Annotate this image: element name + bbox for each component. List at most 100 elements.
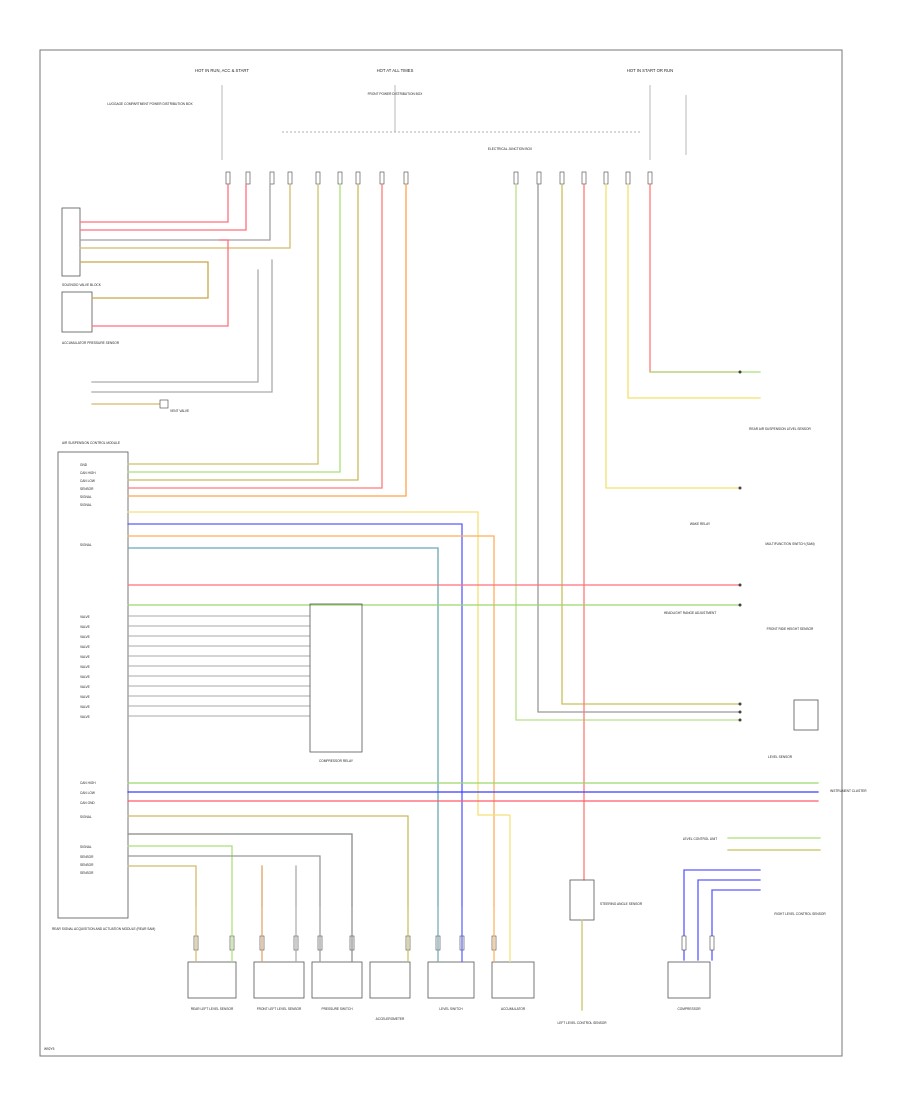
svg-text:VALVE: VALVE xyxy=(80,715,90,719)
fuse-right-label: HOT IN START OR RUN xyxy=(627,68,673,73)
bottom-label-8: COMPRESSOR xyxy=(677,1007,701,1011)
wire-olive-1 xyxy=(79,183,291,249)
svg-text:VALVE: VALVE xyxy=(80,695,90,699)
svg-text:SENSOR: SENSOR xyxy=(80,871,94,875)
svg-text:CAN GND: CAN GND xyxy=(80,801,95,805)
wire-gray-lower-1 xyxy=(127,833,353,906)
wire-gray-right xyxy=(537,183,741,713)
steering-relay-box xyxy=(569,879,595,921)
wire-olive-lower-2 xyxy=(127,865,197,906)
fuse-left-label: HOT IN RUN, ACC & START xyxy=(195,68,249,73)
bottom-box-5 xyxy=(427,961,475,999)
svg-text:SIGNAL: SIGNAL xyxy=(80,845,92,849)
wire-blue-lcu-3 xyxy=(711,889,761,961)
top-connector-row xyxy=(225,171,653,185)
svg-text:VALVE: VALVE xyxy=(80,665,90,669)
center-sub-label: FRONT POWER DISTRIBUTION BOX xyxy=(368,92,424,96)
accumulator-sensor-box xyxy=(61,291,93,333)
bottom-box-1 xyxy=(187,961,237,999)
vent-valve-connector xyxy=(159,399,169,409)
solenoid-valve-block-box xyxy=(61,207,81,277)
svg-text:VALVE: VALVE xyxy=(80,685,90,689)
level-right-label: RIGHT LEVEL CONTROL SENSOR xyxy=(774,912,826,916)
svg-text:CAN LOW: CAN LOW xyxy=(80,479,95,483)
bottom-label-3: PRESSURE SWITCH xyxy=(322,1007,354,1011)
valve-wires xyxy=(128,615,310,717)
diagram-frame xyxy=(39,49,843,1057)
bottom-leads xyxy=(195,814,511,962)
fuse-center-label: HOT AT ALL TIMES xyxy=(377,68,414,73)
svg-text:SIGNAL: SIGNAL xyxy=(80,543,92,547)
svg-text:VALVE: VALVE xyxy=(80,655,90,659)
wire-green-lower xyxy=(127,845,233,906)
main-module-bottom-label: REAR SIGNAL ACQUISITION AND ACTUATION MO… xyxy=(52,927,155,931)
bottom-box-8 xyxy=(667,961,711,999)
svg-text:VALVE: VALVE xyxy=(80,625,90,629)
multifunction-label: MULTIFUNCTION SWITCH (SAM) xyxy=(765,542,814,546)
solenoid-valve-block-label: SOLENOID VALVE BLOCK xyxy=(62,283,102,287)
svg-text:VALVE: VALVE xyxy=(80,645,90,649)
wire-orange-sig xyxy=(127,183,407,497)
main-module-pins: GND CAN HIGH CAN LOW SENSOR SIGNAL SIGNA… xyxy=(80,463,96,875)
ride-height-label: FRONT RIDE HEIGHT SENSOR xyxy=(767,627,814,631)
wire-blue-lcu-1 xyxy=(683,869,761,961)
svg-text:CAN HIGH: CAN HIGH xyxy=(80,781,96,785)
wire-teal-sig xyxy=(127,547,439,906)
level-sensor-box xyxy=(793,699,819,731)
wire-olive-lower xyxy=(127,815,409,906)
wire-red-loop xyxy=(91,239,229,327)
bottom-components xyxy=(187,961,711,999)
bottom-box-6 xyxy=(491,961,535,999)
wire-red-1 xyxy=(79,183,229,223)
svg-text:SENSOR: SENSOR xyxy=(80,863,94,867)
svg-text:SIGNAL: SIGNAL xyxy=(80,815,92,819)
svg-text:SIGNAL: SIGNAL xyxy=(80,503,92,507)
comp-relay-label: COMPRESSOR RELAY xyxy=(319,759,354,763)
vent-valve-label: VENT VALVE xyxy=(170,409,189,413)
wire-red-right-top xyxy=(649,183,741,373)
level-control-unit-label: LEVEL CONTROL UNIT xyxy=(683,837,718,841)
wire-orange-2 xyxy=(127,535,495,906)
wire-red-sensor xyxy=(127,183,383,489)
left-sub-label: LUGGAGE COMPARTMENT POWER DISTRIBUTION B… xyxy=(107,102,193,106)
bottom-label-5: LEVEL SWITCH xyxy=(439,1007,463,1011)
comp-relay-box xyxy=(309,603,363,753)
bottom-label-2: FRONT LEFT LEVEL SENSOR xyxy=(257,1007,302,1011)
wire-olive-loop xyxy=(79,261,209,299)
bottom-label-1: REAR LEFT LEVEL SENSOR xyxy=(191,1007,234,1011)
bottom-label-7: LEFT LEVEL CONTROL SENSOR xyxy=(557,1021,607,1025)
wire-gray-lower-2 xyxy=(127,855,321,906)
accumulator-sensor-label: ACCUMULATOR PRESSURE SENSOR xyxy=(62,341,120,345)
wire-yellow-right-2 xyxy=(627,183,761,399)
level-sensor-label: LEVEL SENSOR xyxy=(768,755,793,759)
wire-blue-sig xyxy=(127,523,463,906)
svg-text:VALVE: VALVE xyxy=(80,615,90,619)
svg-text:VALVE: VALVE xyxy=(80,705,90,709)
bottom-box-4 xyxy=(369,961,411,999)
wire-olive-canl xyxy=(127,183,359,481)
junction-label: ELECTRICAL JUNCTION BOX xyxy=(488,147,533,151)
wire-yellow-right xyxy=(605,183,741,489)
wire-olive-gnd xyxy=(127,183,319,465)
svg-text:GND: GND xyxy=(80,463,88,467)
wire-green-right xyxy=(515,183,741,721)
wire-blue-lcu-2 xyxy=(697,879,761,961)
bottom-connectors xyxy=(193,935,715,951)
wire-yellow-sig xyxy=(127,511,479,816)
bottom-label-4: ACCELEROMETER xyxy=(376,1017,405,1021)
svg-text:CAN LOW: CAN LOW xyxy=(80,791,95,795)
svg-text:SENSOR: SENSOR xyxy=(80,855,94,859)
headlight-range-label: HEADLIGHT RANGE ADJUSTMENT xyxy=(664,611,717,615)
wire-gray-vent-2 xyxy=(91,259,273,393)
wire-olive-right xyxy=(561,183,741,705)
footer-code: W92Y5 xyxy=(44,1047,55,1051)
wire-gray-vent-1 xyxy=(91,269,259,383)
bottom-box-2 xyxy=(253,961,305,999)
right-connector-dots xyxy=(738,370,742,722)
can-module-label: INSTRUMENT CLUSTER xyxy=(830,789,867,793)
wire-green-canh xyxy=(127,183,341,473)
wake-relay-label: WAKE RELAY xyxy=(690,522,711,526)
steering-label: STEERING ANGLE SENSOR xyxy=(600,902,643,906)
svg-text:VALVE: VALVE xyxy=(80,635,90,639)
